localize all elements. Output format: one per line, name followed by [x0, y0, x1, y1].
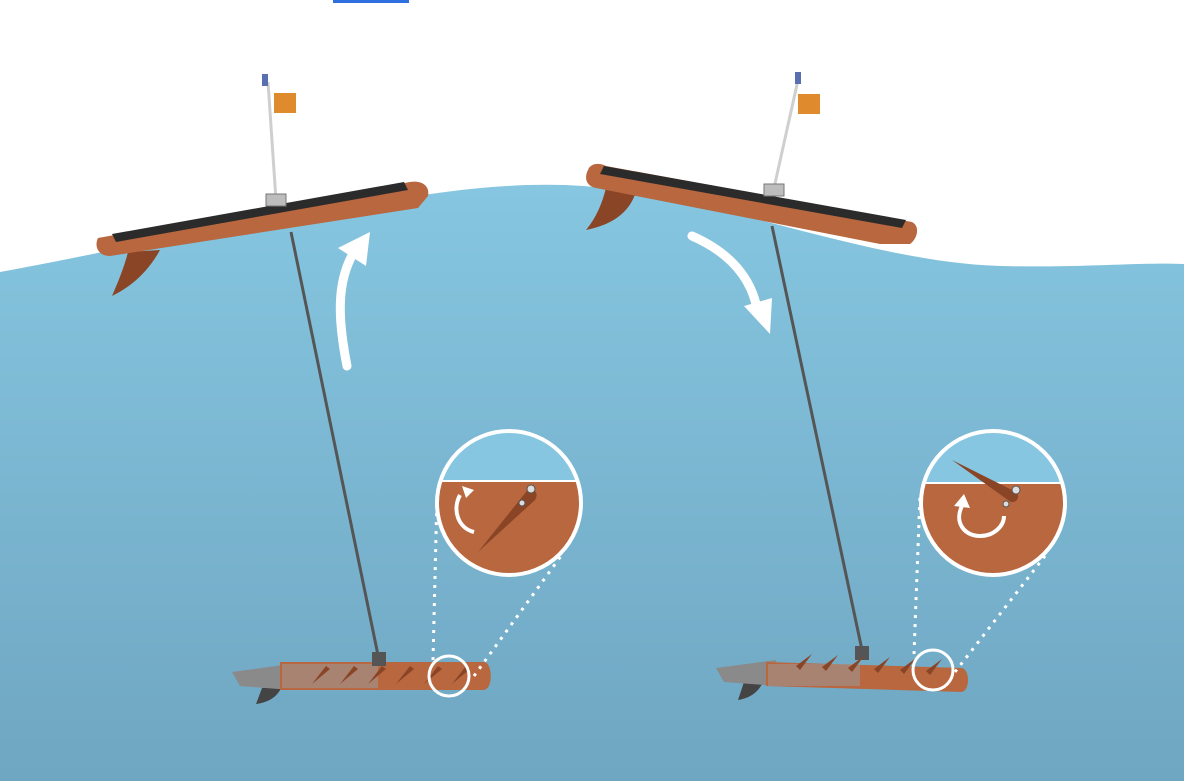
glider-fins: [796, 654, 942, 675]
zoom-line-lower: [953, 555, 1047, 673]
zoom-line-lower: [472, 555, 563, 677]
tether-clamp: [855, 646, 869, 660]
float-keel-fin: [586, 188, 636, 230]
mast: [266, 81, 278, 201]
glider-rudder: [256, 686, 282, 704]
curved-up-arrow-icon: [335, 247, 359, 371]
glider-thruster: [232, 664, 292, 690]
detail-highlight-ring: [911, 648, 955, 692]
mast-beacon: [795, 72, 801, 84]
solar-panel: [600, 166, 906, 228]
glider-frame: [282, 664, 378, 688]
tether-clamp: [372, 652, 386, 666]
detail-highlight-ring: [427, 654, 471, 698]
mast-base: [763, 183, 785, 197]
mast-beacon: [262, 74, 268, 86]
solar-panel: [112, 182, 408, 242]
flag-icon: [274, 93, 296, 113]
glider-thruster: [716, 660, 778, 686]
fin-detail-zoom: [435, 429, 583, 577]
curved-down-arrow-head: [744, 298, 772, 334]
surface-float: [96, 74, 429, 296]
submerged-glider: [232, 652, 491, 704]
zoom-fin: [952, 460, 1019, 503]
glider-frame: [768, 664, 860, 686]
zoom-circle-border: [919, 429, 1067, 577]
panel-rising: [96, 74, 583, 704]
top-link-underline[interactable]: [333, 0, 409, 3]
mast: [772, 79, 800, 189]
flag-icon: [798, 94, 820, 114]
curved-up-arrow-head: [338, 232, 370, 266]
ocean-water: [0, 184, 1184, 781]
zoom-circle-border: [435, 429, 583, 577]
submerged-glider: [716, 646, 968, 700]
float-keel-fin: [112, 250, 160, 296]
curved-down-arrow-icon: [687, 231, 761, 309]
tether-cable: [770, 225, 864, 651]
glider-fins: [312, 666, 470, 684]
rotate-clockwise-icon: [957, 505, 1006, 539]
glider-rudder: [738, 680, 764, 700]
mast-base: [265, 193, 287, 207]
zoom-line-upper: [431, 494, 439, 661]
tether-cable: [289, 231, 381, 661]
surface-float: [586, 72, 918, 244]
panel-sinking: [586, 72, 1067, 700]
rotate-counterclockwise-icon: [454, 494, 475, 534]
